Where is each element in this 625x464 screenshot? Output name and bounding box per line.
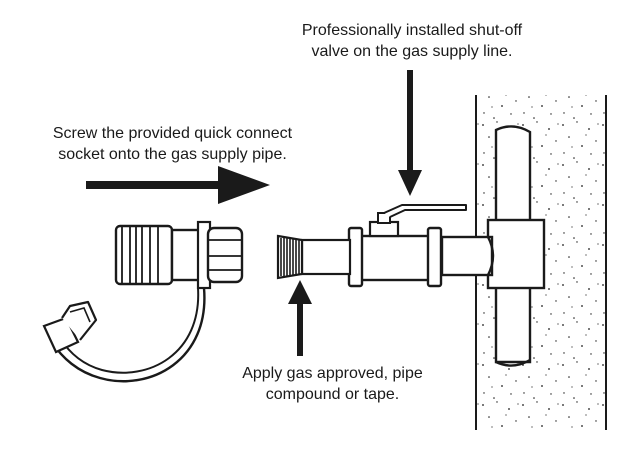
socket-callout-label: Screw the provided quick connect socket … bbox=[0, 123, 345, 165]
compound-pointer-arrow bbox=[288, 280, 312, 356]
valve-callout-line-1: Professionally installed shut-off bbox=[301, 22, 523, 39]
threaded-pipe-nipple bbox=[276, 234, 352, 280]
quick-connect-socket bbox=[114, 220, 244, 290]
compound-callout-line-1: Apply gas approved, pipe bbox=[242, 365, 423, 382]
valve-callout-label: Professionally installed shut-off valve … bbox=[262, 20, 562, 62]
socket-callout-line-2: socket onto the gas supply pipe. bbox=[58, 146, 287, 163]
valve-callout-line-2: valve on the gas supply line. bbox=[311, 43, 513, 60]
shut-off-valve bbox=[347, 204, 467, 288]
compound-callout-line-2: compound or tape. bbox=[265, 386, 400, 403]
socket-direction-arrow bbox=[86, 166, 270, 204]
valve-pointer-arrow bbox=[398, 70, 422, 196]
compound-callout-label: Apply gas approved, pipe compound or tap… bbox=[200, 363, 465, 405]
socket-callout-line-1: Screw the provided quick connect bbox=[52, 125, 293, 142]
horizontal-gas-pipe bbox=[440, 235, 495, 277]
dust-cap-tether bbox=[42, 287, 206, 383]
